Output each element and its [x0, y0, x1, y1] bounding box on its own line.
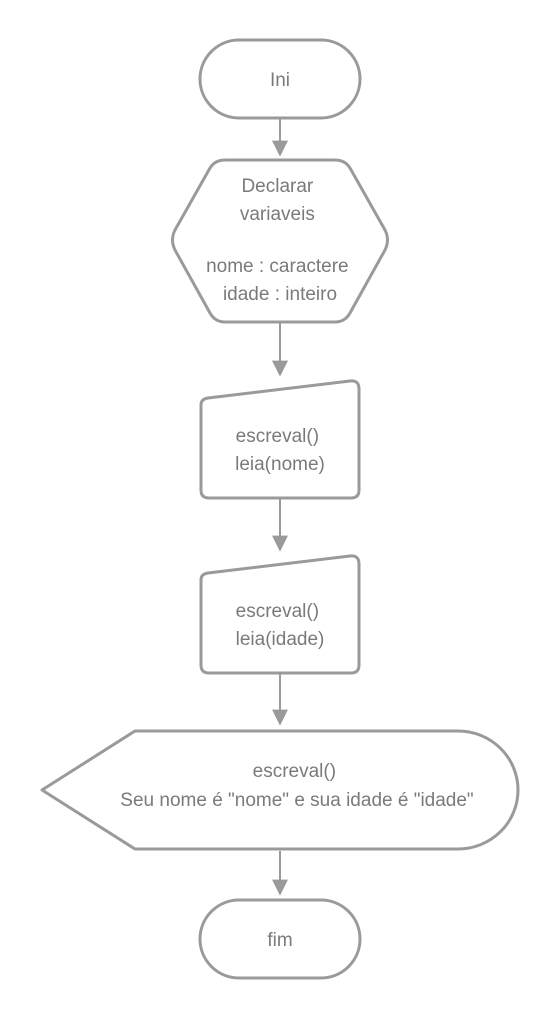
start-label: Ini: [270, 70, 290, 91]
output-display-node: escreval() Seu nome é "nome" e sua idade…: [40, 729, 520, 851]
input-name-node: escreval() leia(nome): [199, 379, 361, 500]
input-age-label: escreval() leia(idade): [236, 601, 325, 650]
end-label: fim: [267, 930, 292, 951]
input-name-label: escreval() leia(nome): [235, 426, 325, 475]
start-terminator: Ini: [198, 38, 362, 120]
end-terminator: fim: [198, 898, 362, 980]
declare-label: Declarar variaveis nome : caractere idad…: [206, 176, 354, 305]
input-age-node: escreval() leia(idade): [199, 554, 361, 675]
declare-variables-hexagon: Declarar variaveis nome : caractere idad…: [171, 158, 389, 324]
output-label: escreval() Seu nome é "nome" e sua idade…: [120, 761, 473, 811]
